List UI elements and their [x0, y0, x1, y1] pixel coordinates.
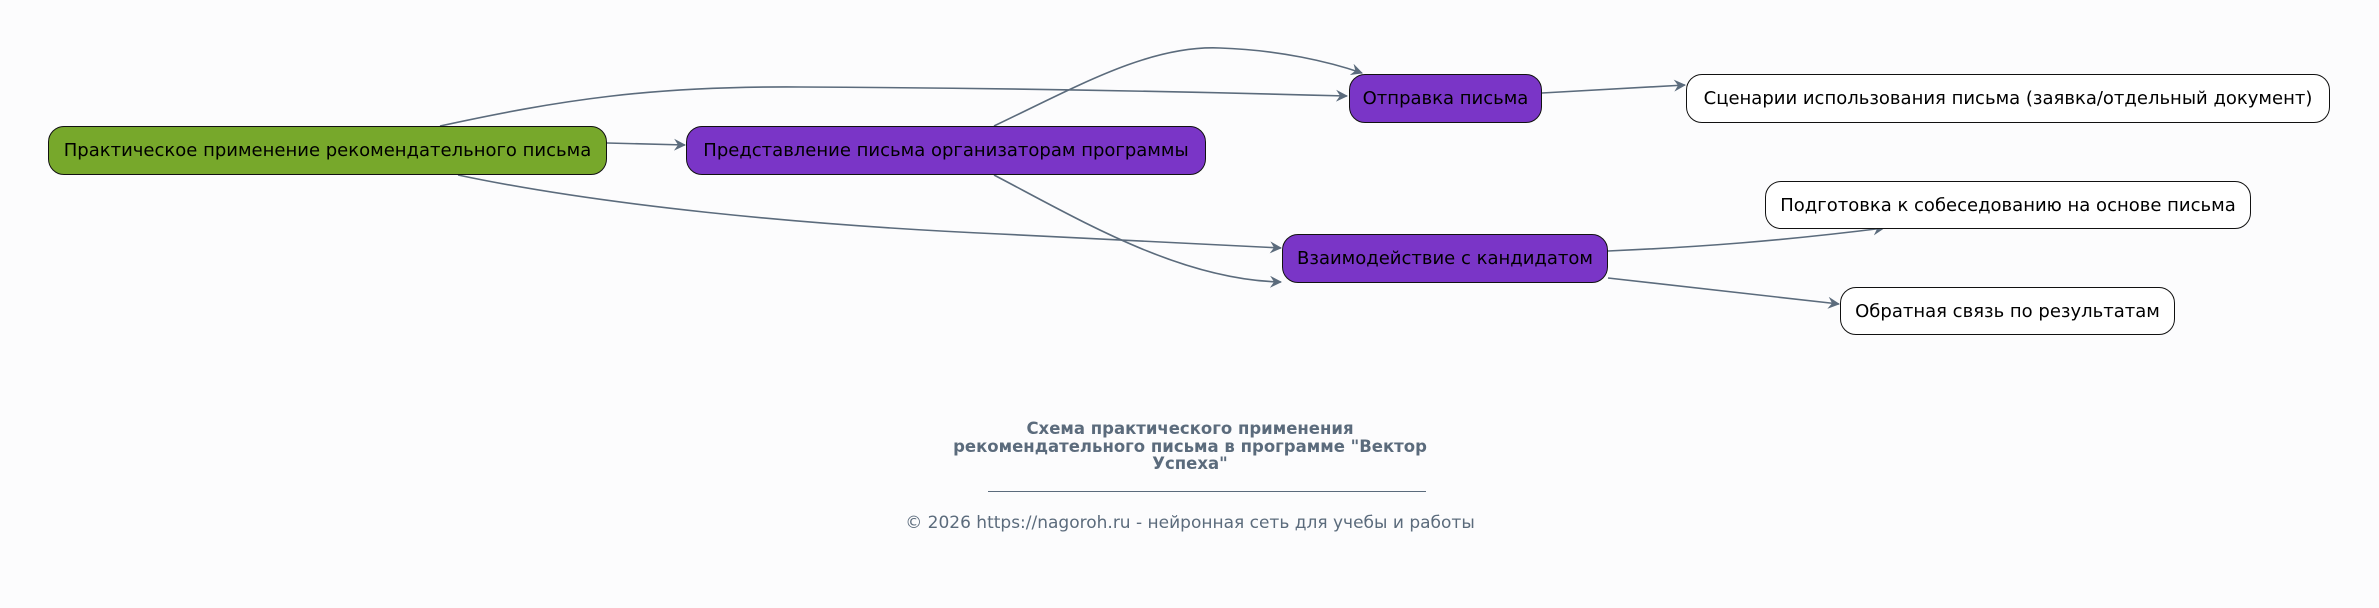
footer-copyright: © 2026 https://nagoroh.ru - нейронная се…	[905, 513, 1475, 533]
node-feedback[interactable]: Обратная связь по результатам	[1840, 287, 2175, 335]
diagram-title: Схема практического применения рекоменда…	[890, 420, 1490, 473]
edge-present-interact	[993, 174, 1282, 288]
edge-root-send	[439, 86, 1348, 127]
title-line: рекомендательного письма в программе "Ве…	[953, 436, 1427, 456]
title-line: Схема практического применения	[1026, 419, 1354, 438]
edge-interact-prepare	[1607, 223, 1885, 252]
node-root[interactable]: Практическое применение рекомендательног…	[48, 126, 607, 175]
node-present[interactable]: Представление письма организаторам прогр…	[686, 126, 1206, 175]
edge-send-scenarios	[1541, 79, 1686, 94]
edge-root-interact	[457, 174, 1282, 254]
edge-interact-feedback	[1607, 277, 1840, 309]
divider	[988, 491, 1426, 492]
node-send[interactable]: Отправка письма	[1349, 74, 1542, 123]
node-scenarios[interactable]: Сценарии использования письма (заявка/от…	[1686, 74, 2330, 123]
title-line: Успеха"	[1152, 454, 1228, 473]
edge-present-send	[993, 47, 1363, 127]
node-prepare[interactable]: Подготовка к собеседованию на основе пис…	[1765, 181, 2251, 229]
edge-root-present	[606, 138, 686, 151]
node-interact[interactable]: Взаимодействие с кандидатом	[1282, 234, 1608, 283]
